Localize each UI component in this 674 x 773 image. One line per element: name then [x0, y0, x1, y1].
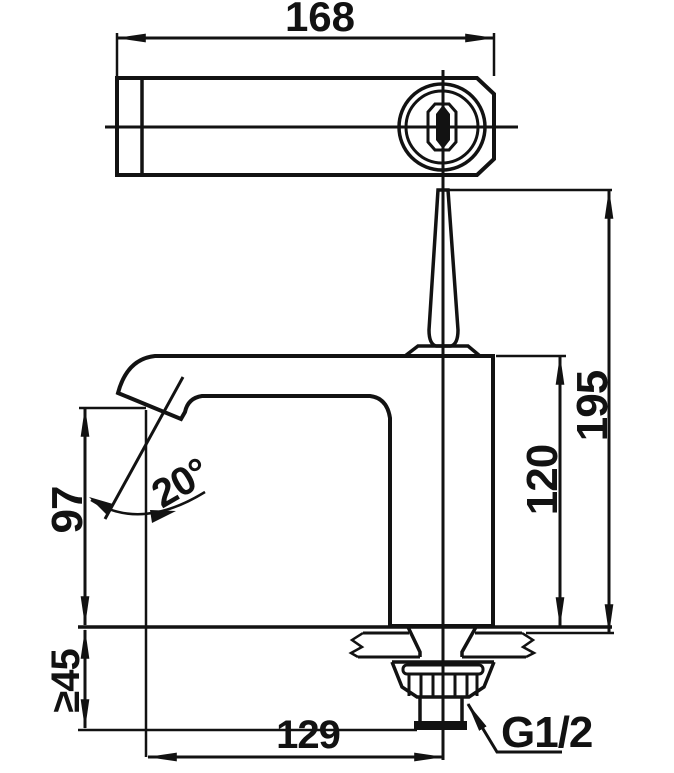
thread-callout: G1/2 [466, 702, 593, 757]
top-view-outline [115, 76, 496, 177]
dimension-195: 195 [447, 188, 617, 635]
shank-right [460, 626, 478, 657]
dim-129-label: 129 [276, 713, 340, 757]
washer [401, 663, 485, 676]
body-outline [115, 354, 495, 628]
dim-195-label: 195 [568, 370, 617, 441]
top-view [105, 76, 518, 177]
dimension-45: ≥45 [44, 628, 417, 732]
nut-knurl-ribs [407, 674, 479, 696]
counter-deck [348, 626, 537, 659]
nut-profile [390, 661, 496, 699]
dimension-120: 120 [496, 354, 567, 628]
arc-arrow-right [150, 510, 176, 523]
break-mark-right [520, 631, 537, 659]
front-view [78, 354, 612, 629]
thread-pipe-sides [418, 697, 464, 722]
dimension-168: 168 [115, 0, 496, 76]
dim-120-label: 120 [518, 445, 567, 515]
dim-45-label: ≥45 [44, 649, 88, 713]
leader-line [466, 702, 562, 754]
angle-label: 20° [145, 450, 217, 517]
dim-97-label: 97 [43, 487, 92, 534]
dimension-129: 129 [146, 713, 445, 762]
thread-label: G1/2 [501, 708, 592, 757]
locknut-assembly [390, 660, 496, 730]
angle-leg [103, 376, 185, 520]
shank-left [406, 626, 422, 657]
angle-dimension: 20° [89, 376, 217, 757]
sensor-hex-window [426, 102, 458, 152]
pipe-end [414, 721, 467, 730]
dim-168-label: 168 [285, 0, 355, 40]
dimension-97: 97 [43, 406, 146, 627]
break-mark-left [348, 631, 365, 659]
arc-arrow-left [89, 497, 113, 516]
